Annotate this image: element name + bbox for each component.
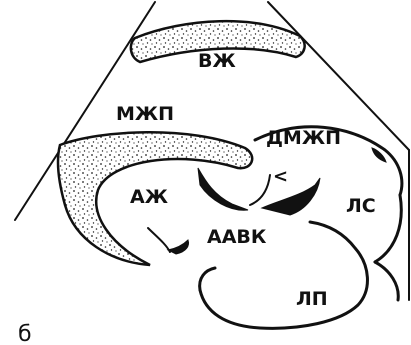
label-dmzhp: ДМЖП	[266, 127, 341, 149]
label-azh: АЖ	[130, 186, 168, 208]
label-vzh: ВЖ	[198, 50, 236, 72]
label-lp: ЛП	[296, 288, 328, 310]
label-mzhp: МЖП	[116, 103, 174, 125]
label-ls: ЛС	[346, 195, 376, 217]
label-aavk: ААВК	[207, 226, 267, 248]
panel-letter: б	[18, 322, 32, 345]
arrow-marker: <	[273, 166, 288, 187]
